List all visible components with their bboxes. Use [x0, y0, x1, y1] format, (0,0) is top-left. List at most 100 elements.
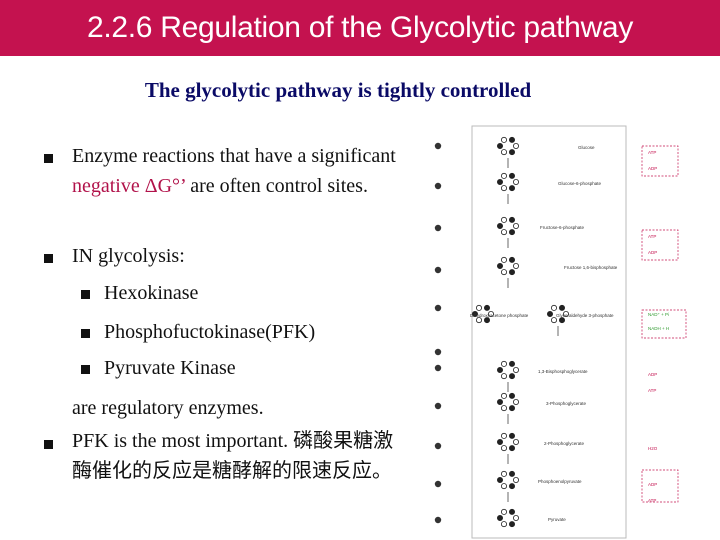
metabolite-label: Glyceraldehyde 3-phosphate — [556, 313, 614, 318]
molecule-atom — [509, 521, 516, 528]
molecule-atom — [509, 405, 516, 412]
molecule-atom — [509, 483, 516, 490]
molecule-atom — [509, 185, 516, 192]
cofactor-label: ADP — [648, 166, 657, 171]
molecule-atom — [501, 521, 508, 528]
step-marker — [434, 348, 442, 356]
cofactor-label: ADP — [648, 250, 657, 255]
cofactor-label: ATP — [648, 150, 656, 155]
molecule-atom — [509, 149, 516, 156]
step-marker — [434, 402, 442, 410]
metabolite-label: Dihydroxyacetone phosphate — [470, 313, 529, 318]
regulation-highlight — [641, 145, 679, 177]
molecule-atom — [509, 256, 516, 263]
step-marker — [434, 182, 442, 190]
metabolite-label: Phosphoenolpyruvate — [538, 479, 582, 484]
molecule-atom — [501, 483, 508, 490]
molecule-atom — [488, 310, 495, 317]
cofactor-label: NADH + H — [648, 326, 669, 331]
molecule-atom — [472, 310, 479, 317]
molecule-atom — [484, 304, 491, 311]
cofactor-label: ATP — [648, 498, 656, 503]
bullet-marker — [44, 154, 53, 163]
regulation-highlight — [641, 229, 679, 261]
bullet-text-control-sites: Enzyme reactions that have a significant… — [72, 141, 417, 201]
molecule-atom — [513, 142, 520, 149]
molecule-atom — [513, 179, 520, 186]
glycolysis-pathway-figure: GlucoseGlucose-6-phosphateFructose-6-pho… — [434, 125, 687, 539]
molecule-atom — [501, 256, 508, 263]
molecule-atom — [497, 438, 504, 445]
enzyme-pyruvate-kinase: Pyruvate Kinase — [104, 357, 236, 379]
molecule-atom — [558, 304, 565, 311]
bullet-text-part: are often control sites. — [190, 175, 368, 197]
molecule-atom — [509, 373, 516, 380]
molecule-atom — [509, 360, 516, 367]
molecule-atom — [513, 476, 520, 483]
molecule-atom — [513, 398, 520, 405]
molecule-atom — [509, 470, 516, 477]
cofactor-label: ADP — [648, 482, 657, 487]
step-marker — [434, 442, 442, 450]
sub-bullet-marker — [81, 329, 90, 338]
bullet-text-in-glycolysis: IN glycolysis: — [72, 245, 185, 267]
metabolite-label: Fructose-6-phosphate — [540, 225, 585, 230]
molecule-atom — [513, 223, 520, 230]
regulatory-enzymes-text: are regulatory enzymes. — [72, 397, 264, 419]
regulation-highlight — [641, 469, 679, 503]
bullet-marker — [44, 440, 53, 449]
bullet-text-pfk-most-important: PFK is the most important. 磷酸果糖激酶催化的反应是糖… — [72, 430, 394, 482]
step-marker — [434, 480, 442, 488]
molecule-atom — [501, 508, 508, 515]
molecule-atom — [497, 398, 504, 405]
metabolite-label: Pyruvate — [548, 517, 566, 522]
molecule-atom — [501, 445, 508, 452]
title-bar: 2.2.6 Regulation of the Glycolytic pathw… — [0, 0, 720, 56]
molecule-atom — [501, 470, 508, 477]
cofactor-label: H2O — [648, 446, 658, 451]
metabolite-label: Glucose-6-phosphate — [558, 181, 602, 186]
molecule-atom — [509, 445, 516, 452]
molecule-atom — [509, 508, 516, 515]
molecule-atom — [501, 185, 508, 192]
molecule-atom — [484, 317, 491, 324]
molecule-atom — [501, 216, 508, 223]
molecule-atom — [513, 438, 520, 445]
enzyme-pfk: Phosphofuctokinase(PFK) — [104, 321, 316, 343]
molecule-atom — [501, 136, 508, 143]
metabolite-label: 2-Phosphoglycerate — [544, 441, 585, 446]
cofactor-label: ATP — [648, 234, 656, 239]
molecule-atom — [501, 229, 508, 236]
bullet-marker — [44, 254, 53, 263]
molecule-atom — [497, 514, 504, 521]
molecule-atom — [509, 392, 516, 399]
metabolite-label: 1,3-Bisphosphoglycerate — [538, 369, 588, 374]
molecule-atom — [501, 405, 508, 412]
molecule-atom — [547, 310, 554, 317]
molecule-atom — [551, 317, 558, 324]
molecule-atom — [476, 304, 483, 311]
molecule-atom — [497, 142, 504, 149]
slide-subtitle: The glycolytic pathway is tightly contro… — [144, 78, 532, 102]
step-marker — [434, 224, 442, 232]
molecule-atom — [513, 514, 520, 521]
enzyme-hexokinase: Hexokinase — [104, 282, 199, 304]
figure-frame — [471, 125, 627, 539]
negative-delta-g-text: negative ΔG°’ — [72, 175, 186, 197]
molecule-atom — [562, 310, 569, 317]
molecule-atom — [513, 366, 520, 373]
molecule-atom — [501, 149, 508, 156]
molecule-atom — [497, 179, 504, 186]
step-marker — [434, 516, 442, 524]
cofactor-label: ADP — [648, 372, 657, 377]
molecule-atom — [509, 216, 516, 223]
molecule-atom — [509, 172, 516, 179]
molecule-atom — [501, 432, 508, 439]
molecule-atom — [501, 172, 508, 179]
sub-bullet-marker — [81, 365, 90, 374]
step-marker — [434, 304, 442, 312]
step-marker — [434, 364, 442, 372]
step-marker — [434, 142, 442, 150]
molecule-atom — [501, 269, 508, 276]
sub-bullet-marker — [81, 290, 90, 299]
